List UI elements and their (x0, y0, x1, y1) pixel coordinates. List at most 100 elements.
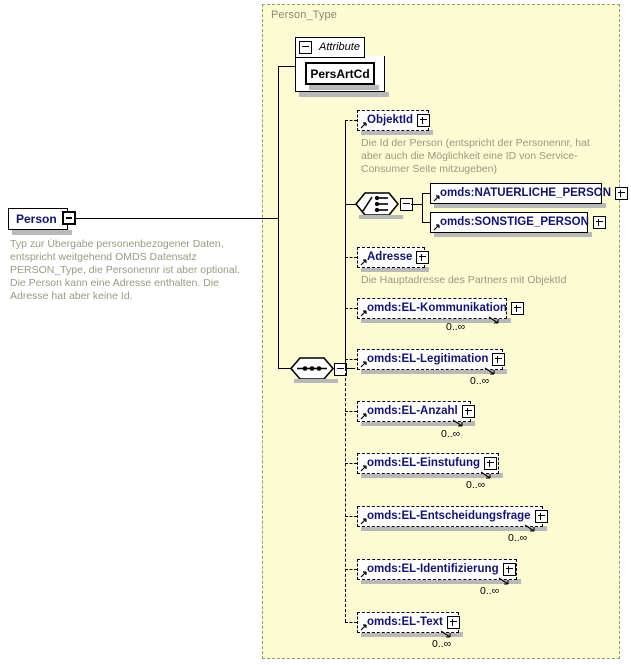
el-legitimation-occurs: 0..∞ (470, 375, 490, 387)
element-sonstige-person-expand-icon[interactable] (592, 216, 606, 229)
adresse-shadow (361, 267, 429, 272)
element-el-einstufung-expand-icon[interactable] (484, 457, 498, 470)
connector-to-el-entscheidungsfrage (345, 516, 357, 517)
el-identifizierung-occurs: 0..∞ (480, 585, 500, 597)
element-el-anzahl[interactable]: omds:EL-Anzahl (357, 401, 475, 427)
natuerliche-person-shadow (434, 203, 606, 208)
connector-to-el-text (345, 622, 357, 623)
el-text-occurs: 0..∞ (432, 638, 452, 650)
person-documentation: Typ zur Übergabe personenbezogener Daten… (10, 238, 240, 302)
element-adresse-expand-icon[interactable] (416, 251, 430, 264)
connector-to-el-kommunikation (345, 308, 357, 309)
attribute-group-label: Attribute (319, 41, 360, 53)
connector-to-el-legitimation (345, 359, 357, 360)
connector-children-trunk-dashed (345, 368, 346, 622)
connector-main-trunk (278, 66, 279, 368)
el-einstufung-shadow (361, 473, 503, 478)
element-adresse[interactable]: Adresse (357, 247, 430, 268)
element-natuerliche-person-label: omds:NATUERLICHE_PERSON (440, 187, 612, 199)
element-el-identifizierung-expand-icon[interactable] (502, 563, 516, 576)
sequence-shadow (294, 379, 338, 383)
element-natuerliche-person[interactable]: omds:NATUERLICHE_PERSON (430, 183, 629, 204)
connector-to-adresse (345, 257, 357, 258)
person-collapse-toggle[interactable] (62, 211, 76, 225)
attribute-group-header[interactable]: Attribute (295, 37, 365, 58)
connector-to-el-identifizierung (345, 569, 357, 570)
el-entscheidungsfrage-occurs: 0..∞ (508, 532, 528, 544)
connector-to-objektid (345, 120, 357, 121)
element-objektid[interactable]: ObjektId (357, 110, 431, 131)
element-objektid-expand-icon[interactable] (417, 114, 431, 127)
optional-arrow-icon (360, 412, 368, 420)
element-sonstige-person[interactable]: omds:SONSTIGE_PERSON (430, 212, 606, 233)
objektid-shadow (361, 130, 433, 135)
connector-to-el-anzahl (345, 411, 357, 412)
optional-arrow-icon (360, 464, 368, 472)
optional-arrow-icon (360, 309, 368, 317)
element-el-anzahl-expand-icon[interactable] (461, 405, 475, 418)
element-el-text-expand-icon[interactable] (446, 616, 460, 629)
element-el-kommunikation-expand-icon[interactable] (510, 302, 524, 315)
root-element-label: Person (16, 212, 57, 226)
complextype-panel (262, 4, 620, 659)
el-entscheidungsfrage-shadow (361, 526, 547, 531)
element-reference-arrow-icon (433, 194, 441, 202)
el-legitimation-shadow (361, 369, 507, 374)
repeat-arrow-icon (440, 625, 452, 638)
element-adresse-label: Adresse (367, 251, 413, 263)
choice-compositor[interactable] (354, 192, 400, 221)
element-el-einstufung[interactable]: omds:EL-Einstufung (357, 453, 499, 479)
connector-trunk-to-sequence (278, 368, 291, 369)
optional-arrow-icon (360, 258, 368, 266)
connector-choice-child-2 (422, 222, 430, 223)
element-el-kommunikation[interactable]: omds:EL-Kommunikation (357, 298, 524, 324)
el-anzahl-occurs: 0..∞ (441, 428, 461, 440)
el-kommunikation-occurs: 0..∞ (446, 321, 466, 333)
element-el-identifizierung[interactable]: omds:EL-Identifizierung (357, 559, 517, 585)
repeat-arrow-icon (524, 519, 536, 532)
attribute-persartcd[interactable]: PersArtCd (305, 62, 375, 85)
el-kommunikation-shadow (361, 318, 511, 323)
sequence-collapse-icon[interactable] (334, 363, 347, 376)
connector-person-to-trunk (76, 218, 279, 219)
el-einstufung-occurs: 0..∞ (466, 479, 486, 491)
sonstige-person-shadow (434, 232, 592, 237)
el-anzahl-shadow (361, 421, 475, 426)
element-el-legitimation-expand-icon[interactable] (492, 353, 506, 366)
choice-icon (354, 192, 400, 216)
root-element-person[interactable]: Person (8, 208, 68, 230)
connector-sequence-to-children (345, 368, 355, 369)
optional-arrow-icon (360, 570, 368, 578)
choice-shadow (359, 215, 403, 219)
el-identifizierung-shadow (361, 579, 521, 584)
repeat-arrow-icon (484, 362, 496, 375)
element-sonstige-person-label: omds:SONSTIGE_PERSON (440, 216, 589, 228)
element-natuerliche-person-expand-icon[interactable] (615, 187, 629, 200)
persartcd-shadow (309, 85, 379, 90)
element-el-text[interactable]: omds:EL-Text (357, 612, 460, 638)
element-el-anzahl-label: omds:EL-Anzahl (367, 405, 458, 417)
repeat-arrow-icon (488, 311, 500, 324)
optional-arrow-icon (360, 623, 368, 631)
optional-arrow-icon (360, 121, 368, 129)
repeat-arrow-icon (498, 572, 510, 585)
connector-choice-to-children (411, 204, 422, 205)
complextype-title: Person_Type (271, 9, 337, 21)
element-reference-arrow-icon (433, 223, 441, 231)
element-el-entscheidungsfrage-label: omds:EL-Entscheidungsfrage (367, 510, 531, 522)
connector-children-trunk-solid (345, 120, 346, 368)
element-el-entscheidungsfrage[interactable]: omds:EL-Entscheidungsfrage (357, 506, 548, 532)
optional-arrow-icon (360, 360, 368, 368)
element-el-entscheidungsfrage-expand-icon[interactable] (534, 510, 548, 523)
connector-branch-to-choice (345, 204, 356, 205)
person-box-shadow (12, 230, 72, 235)
attribute-panel-shadow (299, 92, 389, 97)
repeat-arrow-icon (480, 466, 492, 479)
element-el-legitimation[interactable]: omds:EL-Legitimation (357, 349, 506, 375)
element-el-text-label: omds:EL-Text (367, 616, 443, 628)
attribute-collapse-icon[interactable] (299, 41, 312, 54)
repeat-arrow-icon (452, 414, 464, 427)
sequence-compositor[interactable] (289, 357, 335, 385)
adresse-documentation: Die Hauptadresse des Partners mit Objekt… (361, 274, 567, 286)
element-el-einstufung-label: omds:EL-Einstufung (367, 457, 481, 469)
